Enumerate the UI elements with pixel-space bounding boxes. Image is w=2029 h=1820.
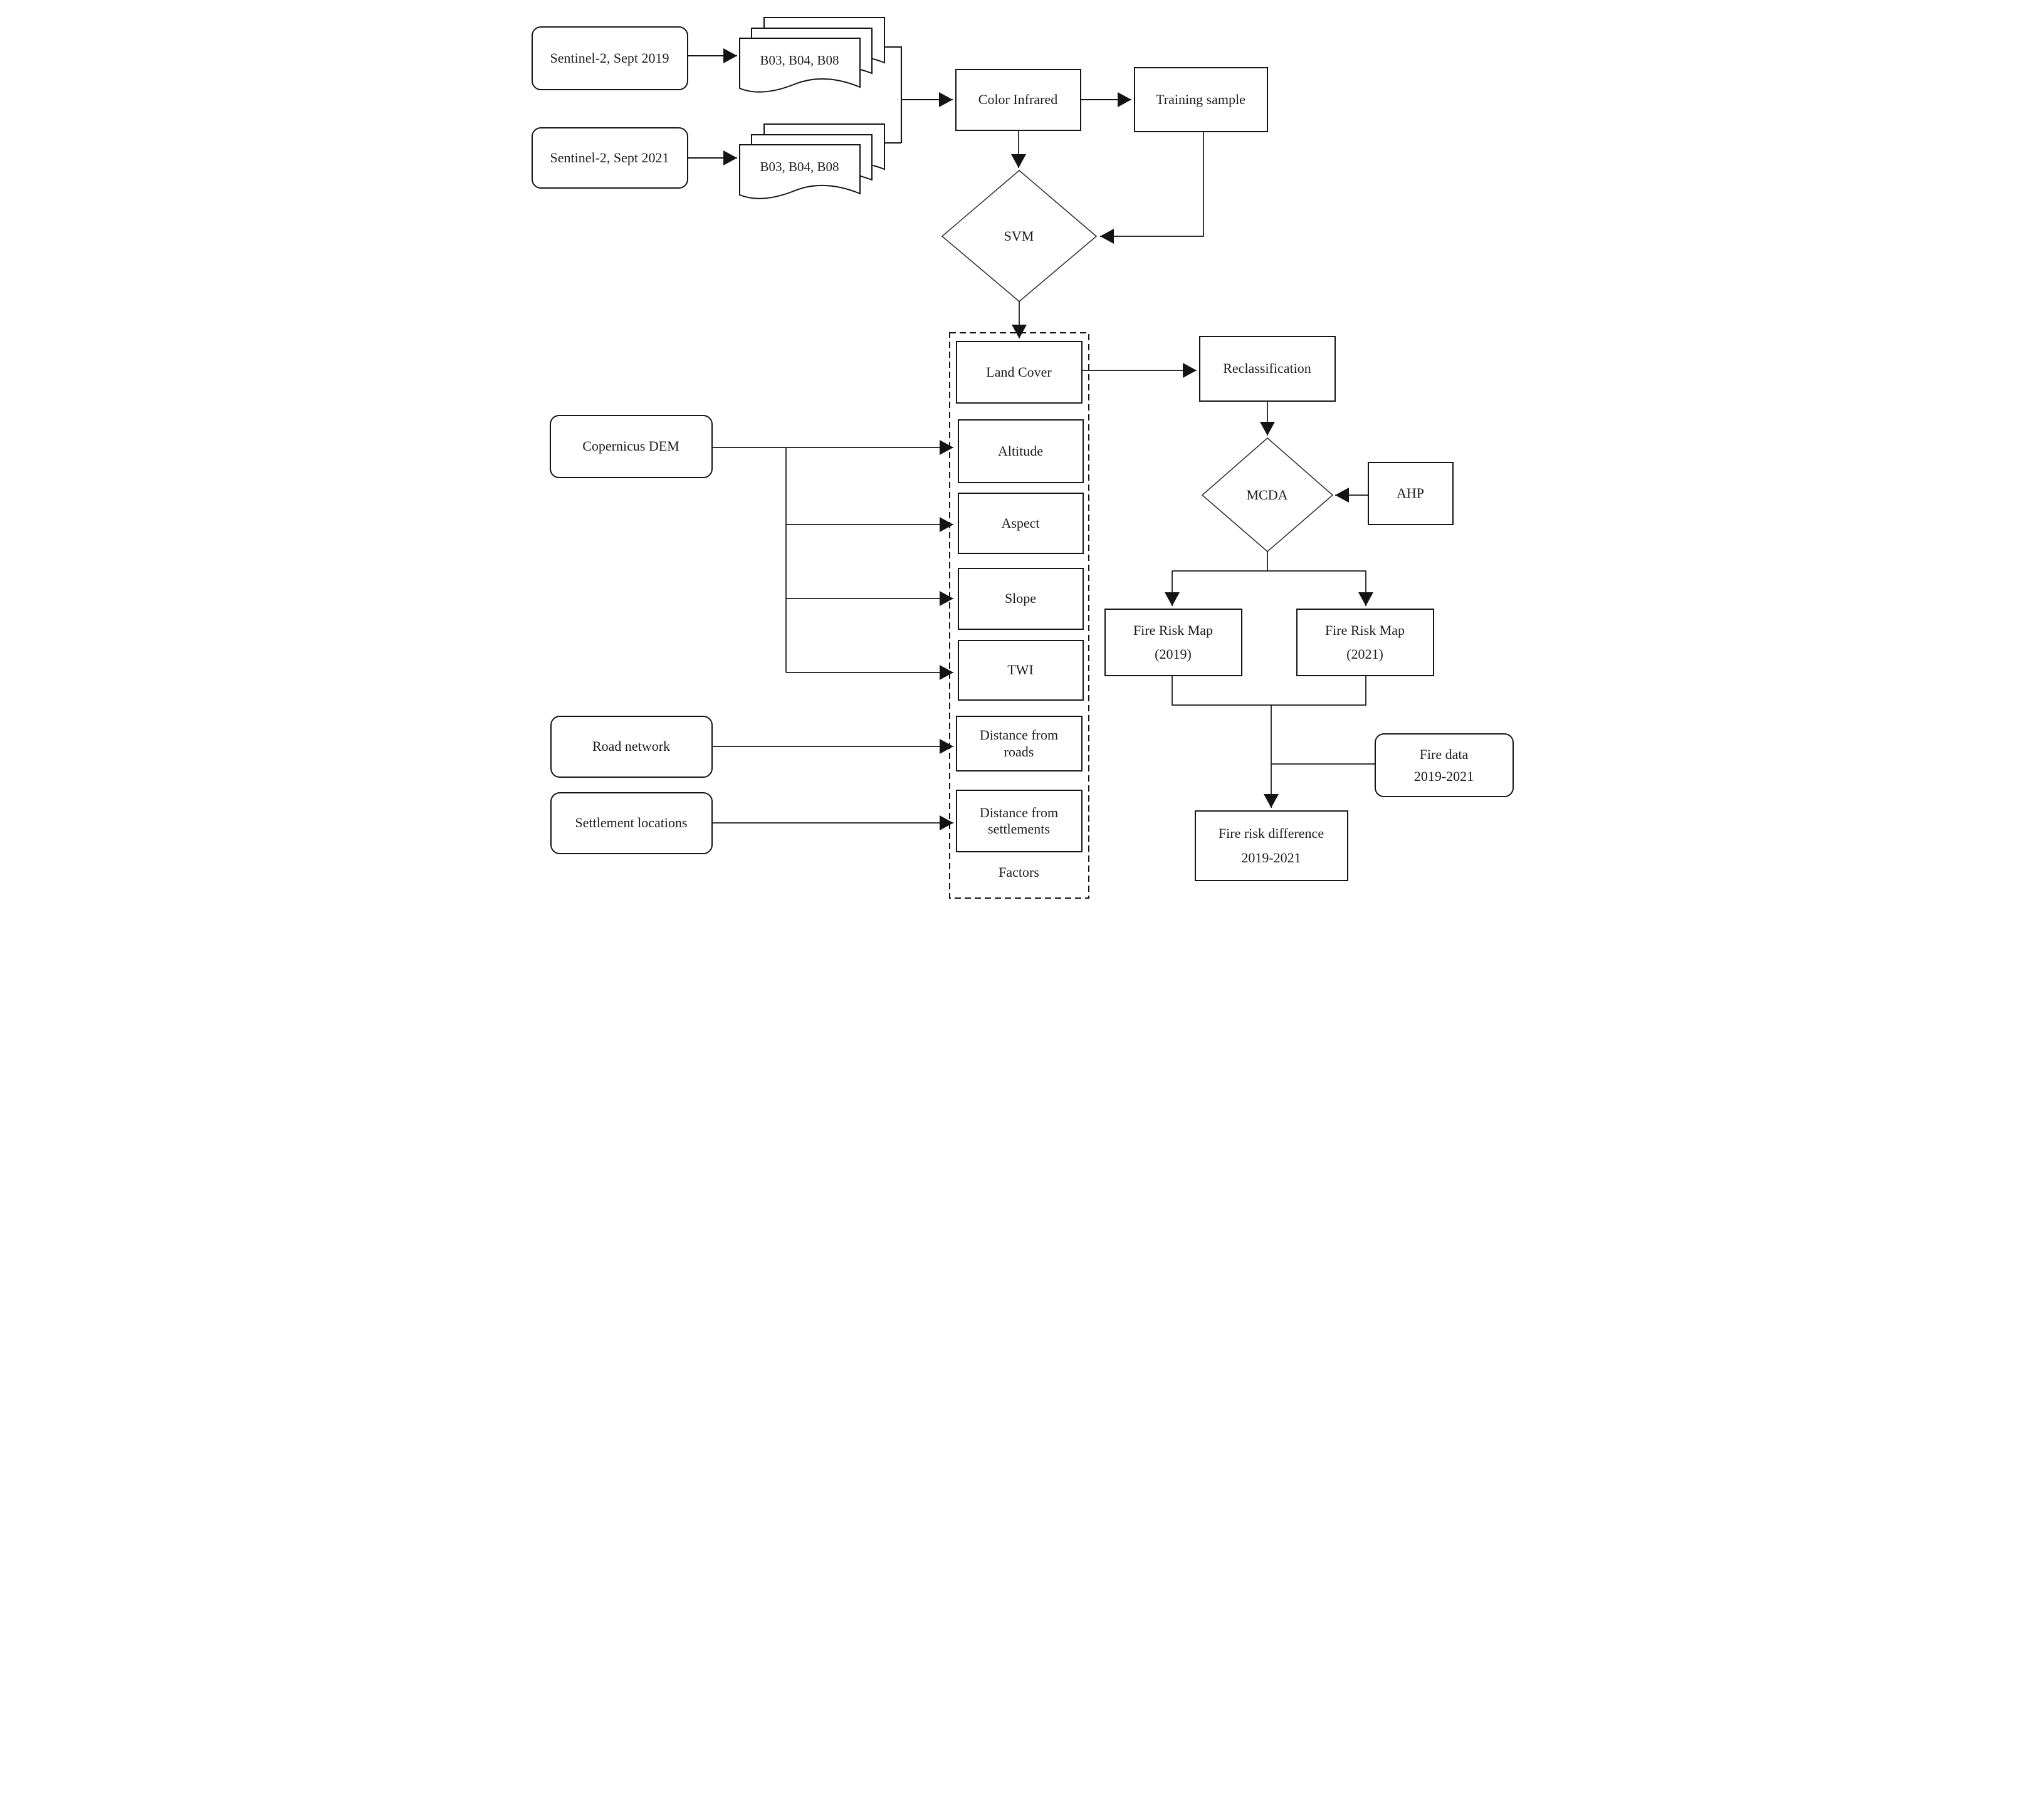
- node-copernicus-dem: Copernicus DEM: [549, 415, 713, 478]
- distance-roads-line2: roads: [1004, 743, 1034, 760]
- connector-layer: [688, 17, 1375, 899]
- fire-risk-2019-line1: Fire Risk Map: [1133, 622, 1214, 638]
- flowchart-canvas: Sentinel-2, Sept 2019 B03, B04, B08 Sent…: [507, 0, 1522, 910]
- fire-risk-2021-line1: Fire Risk Map: [1324, 622, 1405, 638]
- node-altitude: Altitude: [957, 419, 1084, 483]
- edge-bands-bracket: [884, 46, 902, 144]
- node-slope: Slope: [957, 568, 1084, 630]
- distance-settlements-line1: Distance from: [979, 804, 1059, 820]
- node-bands-2021-label: B03, B04, B08: [760, 159, 839, 175]
- node-aspect: Aspect: [957, 493, 1084, 554]
- fire-risk-2021-line2: (2021): [1346, 646, 1383, 662]
- distance-roads-line1: Distance from: [979, 727, 1059, 743]
- node-mcda-label: MCDA: [1246, 486, 1288, 503]
- node-fire-risk-difference: Fire risk difference 2019-2021: [1194, 810, 1348, 881]
- node-fire-risk-map-2019: Fire Risk Map (2019): [1104, 609, 1242, 676]
- node-training-sample: Training sample: [1133, 67, 1268, 132]
- fire-data-line2: 2019-2021: [1413, 768, 1474, 784]
- node-road-network: Road network: [550, 716, 713, 778]
- edge-mcda-split-rail: [1172, 552, 1366, 572]
- fire-risk-difference-line2: 2019-2021: [1241, 849, 1301, 866]
- document-stack-2021: [738, 123, 885, 199]
- node-fire-risk-map-2021: Fire Risk Map (2021): [1296, 609, 1434, 676]
- node-sentinel-2021: Sentinel-2, Sept 2021: [531, 127, 688, 189]
- document-front-icon: [738, 38, 861, 93]
- node-distance-from-settlements: Distance from settlements: [955, 790, 1083, 852]
- node-reclassification: Reclassification: [1198, 336, 1336, 402]
- node-color-infrared: Color Infrared: [955, 69, 1081, 131]
- fire-risk-2019-line2: (2019): [1155, 646, 1192, 662]
- node-sentinel-2019: Sentinel-2, Sept 2019: [531, 26, 688, 90]
- edge-trainingsample-svm: [1099, 132, 1204, 244]
- distance-settlements-line2: settlements: [988, 821, 1050, 837]
- document-stack-2019: [738, 17, 885, 93]
- node-distance-from-roads: Distance from roads: [955, 716, 1083, 771]
- fire-data-line1: Fire data: [1419, 746, 1469, 762]
- factors-dashed-border: [948, 332, 1089, 899]
- node-ahp: AHP: [1367, 462, 1454, 525]
- node-twi: TWI: [957, 640, 1084, 701]
- node-fire-data: Fire data 2019-2021: [1374, 733, 1514, 797]
- factors-group-caption: Factors: [999, 864, 1039, 880]
- node-settlement-locations: Settlement locations: [550, 792, 713, 854]
- fire-risk-difference-line1: Fire risk difference: [1218, 825, 1324, 841]
- node-svm-label: SVM: [1004, 227, 1034, 244]
- document-front-icon: [738, 144, 861, 199]
- edge-fireriskmaps-join-rail: [1171, 676, 1366, 706]
- node-bands-2019-label: B03, B04, B08: [760, 53, 839, 68]
- node-land-cover: Land Cover: [955, 341, 1083, 404]
